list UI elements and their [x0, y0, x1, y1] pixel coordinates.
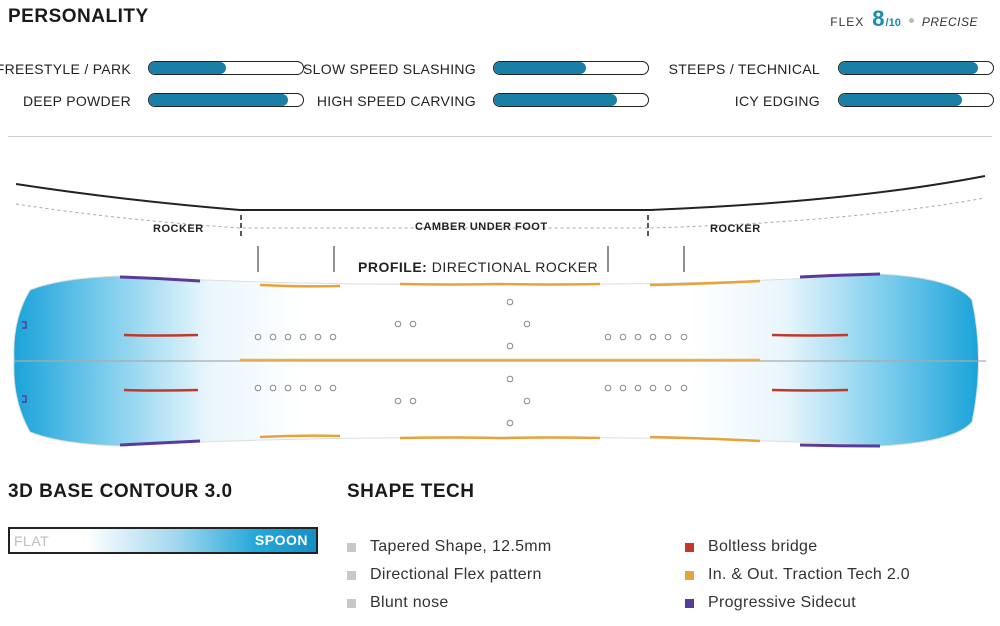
shape-tech-label: Tapered Shape, 12.5mm	[370, 538, 552, 555]
snowboard-diagram	[13, 175, 986, 448]
trait-bar-fill	[839, 94, 963, 106]
flex-description: PRECISE	[921, 15, 978, 29]
trait-label: STEEPS / TECHNICAL	[668, 61, 820, 77]
profile-line	[15, 175, 986, 211]
nose-mark	[22, 395, 27, 403]
boltless-bridge-mark	[123, 333, 199, 337]
trait-bar	[148, 93, 304, 107]
legend-swatch	[685, 542, 694, 552]
boltless-bridge-mark	[123, 388, 199, 392]
contour-spoon-label: SPOON	[254, 532, 308, 548]
profile-name: PROFILE: DIRECTIONAL ROCKER	[358, 259, 598, 275]
flex-value: 8	[872, 6, 885, 31]
trait-bar-fill	[149, 62, 226, 74]
legend-swatch	[685, 598, 694, 608]
progressive-sidecut-mark	[799, 443, 881, 448]
trait-bar	[838, 93, 994, 107]
trait-label: FREESTYLE / PARK	[0, 61, 131, 77]
trait-label: ICY EDGING	[734, 93, 820, 109]
progressive-sidecut-mark	[119, 275, 201, 283]
legend-swatch	[347, 542, 356, 552]
boltless-bridge-mark	[771, 333, 849, 337]
boltless-bridge-mark	[771, 388, 849, 392]
shape-tech-label: In. & Out. Traction Tech 2.0	[708, 566, 910, 583]
shape-tech-item: Progressive Sidecut	[685, 594, 856, 612]
separator-dot-icon	[908, 18, 914, 23]
shape-tech-item: Boltless bridge	[685, 538, 817, 556]
progressive-sidecut-mark	[799, 272, 881, 279]
traction-tech-mark	[259, 283, 341, 288]
legend-swatch	[347, 570, 356, 580]
trait-bar-fill	[494, 62, 587, 74]
legend-swatch	[347, 598, 356, 608]
profile-prefix: PROFILE:	[358, 259, 428, 275]
shape-tech-label: Progressive Sidecut	[708, 594, 856, 611]
flex-rating: FLEX 8 /10 PRECISE	[830, 6, 978, 32]
shape-tech-label: Directional Flex pattern	[370, 566, 542, 583]
traction-tech-mark	[259, 434, 341, 439]
contour-flat-label: FLAT	[14, 533, 50, 549]
trait-bar	[493, 61, 649, 75]
legend-swatch	[685, 570, 694, 580]
trait-bar-fill	[149, 94, 288, 106]
traction-tech-mark	[649, 279, 761, 287]
trait-bar-fill	[839, 62, 978, 74]
shape-tech-item: Blunt nose	[347, 594, 449, 612]
contour-title: 3D BASE CONTOUR 3.0	[8, 481, 233, 502]
traction-tech-mark	[649, 435, 761, 443]
trait-bar	[838, 61, 994, 75]
shape-tech-item: In. & Out. Traction Tech 2.0	[685, 566, 910, 584]
shape-tech-label: Blunt nose	[370, 594, 449, 611]
trait-label: HIGH SPEED CARVING	[316, 93, 476, 109]
contour-scale: FLAT SPOON	[8, 527, 318, 554]
profile-reference-line	[15, 197, 986, 229]
trait-label: SLOW SPEED SLASHING	[303, 61, 476, 77]
shape-tech-item: Tapered Shape, 12.5mm	[347, 538, 552, 556]
camber-label: CAMBER UNDER FOOT	[415, 221, 548, 233]
insert-holes	[254, 298, 688, 427]
rocker-label-left: ROCKER	[153, 223, 204, 235]
trait-bar	[148, 61, 304, 75]
profile-value: DIRECTIONAL ROCKER	[431, 259, 599, 275]
flex-label: FLEX	[830, 15, 865, 29]
trait-label: DEEP POWDER	[22, 93, 131, 109]
personality-title: PERSONALITY	[8, 6, 149, 27]
nose-mark	[22, 321, 27, 329]
rocker-label-right: ROCKER	[710, 223, 761, 235]
shape-tech-item: Directional Flex pattern	[347, 566, 542, 584]
traction-tech-mark	[399, 436, 601, 440]
shape-tech-title: SHAPE TECH	[347, 481, 475, 502]
flex-max: /10	[885, 17, 901, 29]
section-divider	[8, 136, 992, 137]
trait-bar	[493, 93, 649, 107]
shape-tech-label: Boltless bridge	[708, 538, 818, 555]
trait-bar-fill	[494, 94, 618, 106]
traction-tech-mark	[399, 282, 601, 286]
progressive-sidecut-mark	[119, 439, 201, 447]
